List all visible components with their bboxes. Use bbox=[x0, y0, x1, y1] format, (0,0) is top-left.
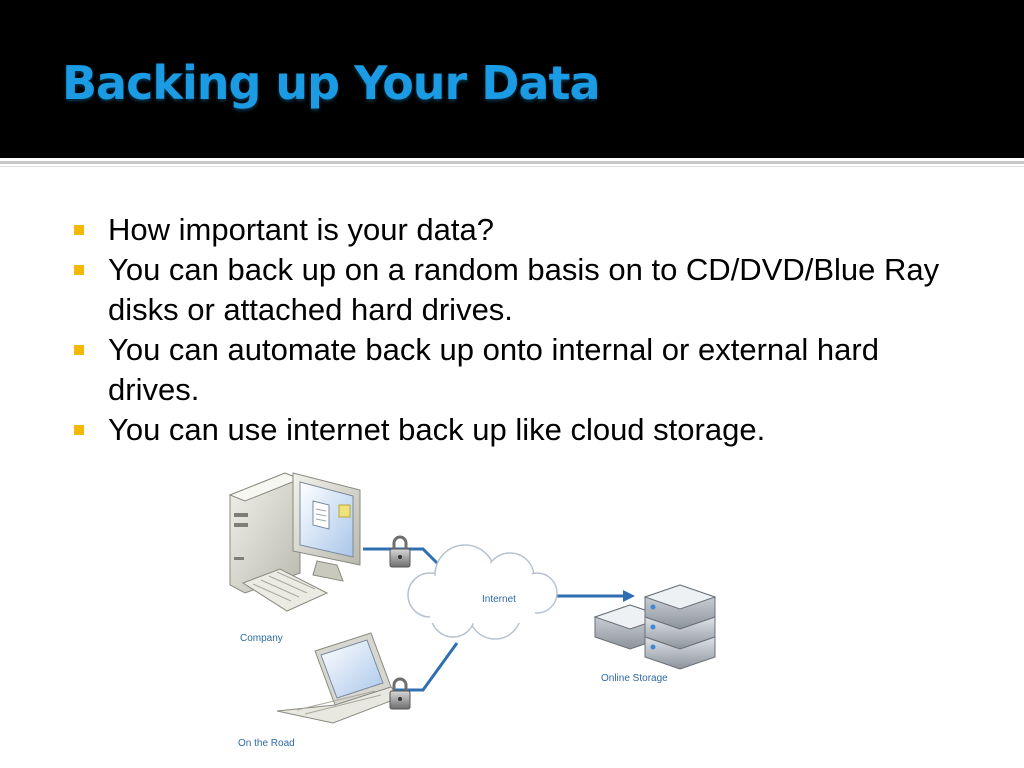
label-internet: Internet bbox=[482, 594, 516, 605]
divider-line bbox=[0, 161, 1024, 164]
bullet-text: You can use internet back up like cloud … bbox=[108, 412, 766, 447]
divider-line-thin bbox=[0, 166, 1024, 167]
slide-title: Backing up Your Data bbox=[62, 56, 601, 110]
bullet-list: How important is your data? You can back… bbox=[72, 210, 972, 450]
laptop-icon bbox=[276, 632, 402, 724]
bullet-item: You can use internet back up like cloud … bbox=[72, 410, 972, 450]
diagram-graphic bbox=[228, 472, 717, 724]
padlock-icon bbox=[389, 677, 411, 710]
bullet-item: You can automate back up onto internal o… bbox=[72, 330, 972, 410]
backup-network-diagram: Company On the Road Internet Online Stor… bbox=[225, 465, 735, 760]
bullet-square-icon bbox=[74, 345, 84, 355]
label-on-the-road: On the Road bbox=[238, 738, 295, 749]
bullet-text: You can automate back up onto internal o… bbox=[108, 332, 879, 407]
desktop-computer-icon bbox=[228, 472, 361, 612]
bullet-text: You can back up on a random basis on to … bbox=[108, 252, 940, 327]
cloud-fill bbox=[410, 547, 555, 637]
title-band: Backing up Your Data bbox=[0, 0, 1024, 158]
bullet-square-icon bbox=[74, 225, 84, 235]
bullet-square-icon bbox=[74, 425, 84, 435]
server-stack-icon bbox=[593, 584, 717, 670]
label-company: Company bbox=[240, 633, 283, 644]
label-online-storage: Online Storage bbox=[601, 673, 668, 684]
bullet-square-icon bbox=[74, 265, 84, 275]
padlock-icon bbox=[389, 535, 411, 568]
arrow-head-icon bbox=[623, 590, 635, 602]
bullet-text: How important is your data? bbox=[108, 212, 494, 247]
bullet-item: How important is your data? bbox=[72, 210, 972, 250]
bullet-item: You can back up on a random basis on to … bbox=[72, 250, 972, 330]
